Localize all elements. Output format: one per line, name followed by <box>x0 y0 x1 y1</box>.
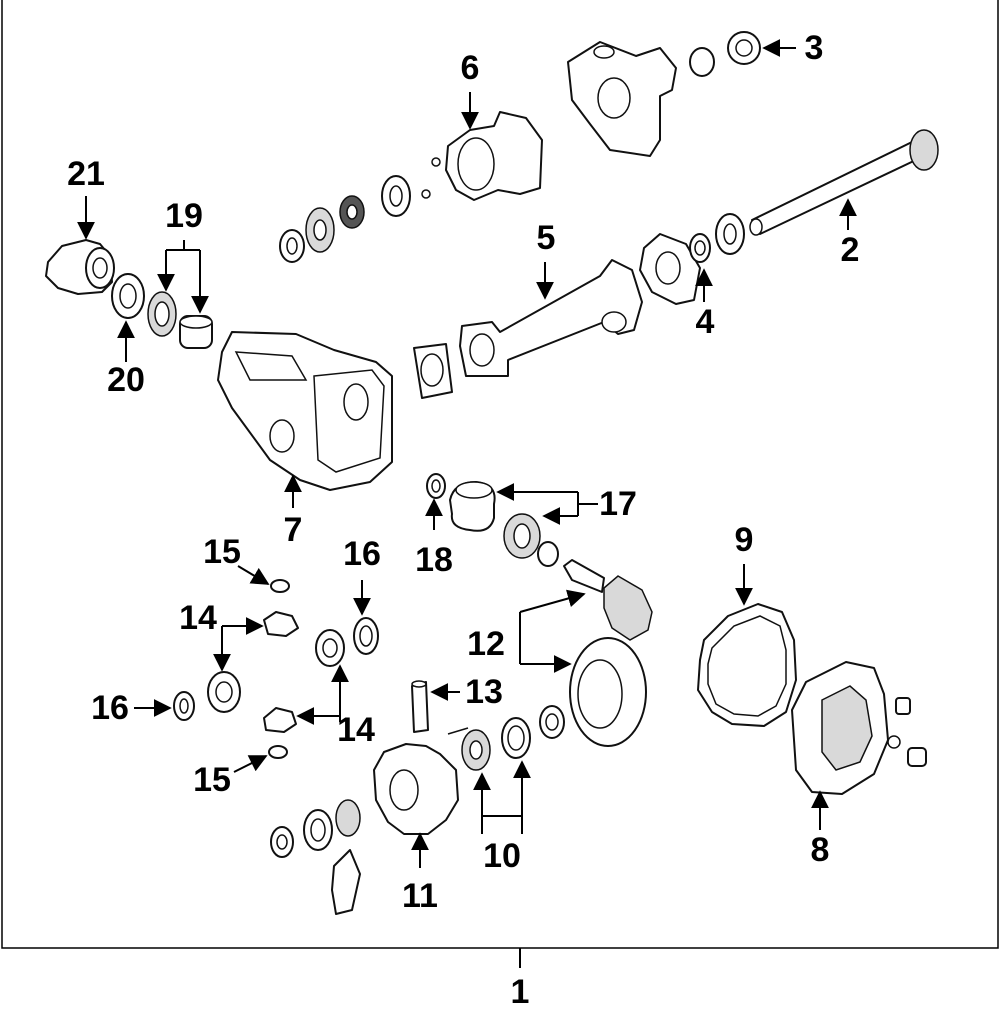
callout-16-left: 16 <box>91 689 129 727</box>
callout-5: 5 <box>537 219 556 257</box>
callout-14-upper: 14 <box>179 599 217 637</box>
callout-21: 21 <box>67 155 105 193</box>
callout-12: 12 <box>467 625 505 663</box>
part-15-thrust-washer-upper <box>270 579 290 593</box>
callout-1: 1 <box>511 973 530 1011</box>
part-12-pinion-gear <box>563 559 653 641</box>
part-19-bearing-set <box>147 291 213 349</box>
callout-8: 8 <box>811 831 830 869</box>
part-small-gear-set <box>279 157 441 263</box>
part-11-differential-case <box>373 743 459 835</box>
assembly-frame <box>1 0 999 949</box>
callout-10: 10 <box>483 837 521 875</box>
part-20-seal <box>111 273 145 319</box>
part-5-axle-tube <box>459 259 643 377</box>
callout-7: 7 <box>284 511 303 549</box>
part-2-axle-shaft <box>749 129 939 236</box>
part-18-seal <box>426 473 446 499</box>
part-13-cross-pin <box>411 680 429 733</box>
part-14-side-gear-left <box>207 671 241 713</box>
part-mount-bracket <box>567 41 677 157</box>
part-6-actuator-housing <box>445 111 543 201</box>
part-cover-bolts <box>887 697 927 767</box>
part-3-bearing <box>689 31 761 77</box>
callout-16-right: 16 <box>343 535 381 573</box>
part-4-seal <box>689 233 711 263</box>
part-case-bearing-set <box>270 799 361 915</box>
callout-13: 13 <box>465 673 503 711</box>
part-16-thrust-washer-right <box>353 617 379 655</box>
callout-3: 3 <box>805 29 824 67</box>
callout-18: 18 <box>415 541 453 579</box>
callout-6: 6 <box>461 49 480 87</box>
callout-9: 9 <box>735 521 754 559</box>
part-15-thrust-washer-lower <box>268 745 288 759</box>
callout-17: 17 <box>599 485 637 523</box>
callout-4: 4 <box>696 303 715 341</box>
part-14-side-gear-lower <box>263 707 297 733</box>
part-14-side-gear-upper <box>263 611 299 637</box>
callout-19: 19 <box>165 197 203 235</box>
callout-leaders <box>77 39 857 868</box>
part-9-cover-gasket <box>697 603 797 727</box>
callout-11: 11 <box>402 877 438 915</box>
part-17-bearing-set <box>449 481 559 567</box>
part-7-carrier-housing <box>217 331 393 491</box>
part-8-differential-cover <box>791 661 889 795</box>
part-14-side-gear-right <box>315 629 345 667</box>
callout-2: 2 <box>841 231 860 269</box>
part-axle-washer <box>715 213 745 255</box>
callout-20: 20 <box>107 361 145 399</box>
part-10-bearing-set <box>447 705 565 771</box>
callout-14-lower: 14 <box>337 711 375 749</box>
part-tube-flange-gasket <box>639 233 701 305</box>
part-tube-gasket <box>413 343 453 399</box>
part-16-thrust-washer-left <box>173 691 195 721</box>
callout-15-lower: 15 <box>193 761 231 799</box>
part-21-yoke <box>45 239 115 295</box>
part-12-ring-gear <box>569 637 647 747</box>
callout-15-upper: 15 <box>203 533 241 571</box>
